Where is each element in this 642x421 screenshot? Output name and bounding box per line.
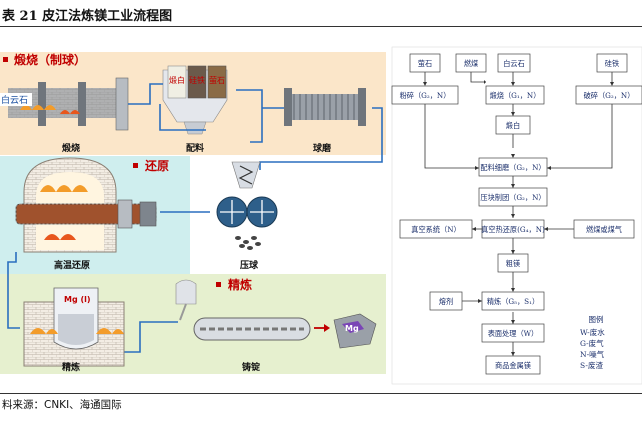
refine-marker: [216, 282, 221, 287]
reduction-furnace: [15, 157, 157, 253]
node-surface: 表面处理（W）: [488, 329, 539, 338]
reduce-marker: [133, 163, 138, 168]
node-flux: 熔剂: [439, 297, 453, 306]
node-calcine: 煅烧（G₁，N）: [490, 91, 541, 100]
source-note: 料来源：CNKI、海通国际: [2, 399, 122, 411]
flowchart-nodes: [391, 53, 642, 375]
legend-item-4: S-废渣: [580, 360, 603, 370]
node-gas: 燃煤或煤气: [586, 225, 622, 234]
node-ferrosilicon: 硅铁: [605, 59, 619, 68]
crucible-label: Mg (l): [64, 295, 91, 304]
node-crush2-box: [575, 85, 642, 105]
node-gas-box: [573, 219, 635, 239]
legend-item-1: W-废水: [580, 327, 605, 337]
node-ferrosilicon-box: [596, 53, 628, 73]
node-dolomite: 白云石: [503, 59, 525, 68]
flow-connectors: [424, 72, 613, 356]
node-calcined: 煅白: [506, 121, 520, 130]
briquette-press: [216, 161, 278, 250]
node-coal: 燃煤: [464, 59, 478, 68]
flowchart-arrowheads: [423, 80, 614, 356]
section-refine-title: 精炼: [228, 277, 252, 292]
press-label: 压球: [240, 259, 259, 271]
flow-lines: [7, 83, 383, 353]
node-refine: 精炼（G₅，S₁）: [487, 297, 539, 306]
section-calcine-title: 煅烧（制球）: [14, 52, 86, 67]
section-reduce-title: 还原: [144, 158, 169, 173]
legend-item-2: G-废气: [580, 338, 604, 348]
node-coal-box: [455, 53, 487, 73]
node-crush1: 粉碎（G₂，N）: [400, 91, 451, 100]
silo-label-2: 硅铁: [189, 75, 205, 85]
batch-silos: [162, 65, 228, 135]
node-product: 商品金属镁: [495, 361, 531, 370]
legend-item-3: N-噪气: [580, 349, 605, 359]
figure-title: 表 21 皮江法炼镁工业流程图: [2, 9, 173, 24]
figure-title-bar: 表 21 皮江法炼镁工业流程图: [0, 0, 642, 27]
node-press: 压块制团（G₂，N）: [480, 193, 545, 202]
legend-title: 图例: [589, 314, 604, 324]
ball-mill: [284, 88, 366, 126]
silo-label-3: 萤石: [209, 75, 225, 85]
raw-label-bg: [0, 93, 32, 106]
process-flowchart: 萤石 燃煤 白云石 硅铁 粉碎（G₂，N） 煅烧（G₁，N） 破碎（G₂，N） …: [391, 46, 642, 385]
node-fluorite: 萤石: [418, 59, 432, 68]
casting-line: [175, 279, 377, 349]
node-fluorite-box: [409, 53, 441, 73]
node-flux-box: [429, 291, 463, 311]
calcine-marker: [3, 57, 8, 62]
legend: 图例 W-废水 G-废气 N-噪气 S-废渣: [580, 314, 605, 370]
node-vacreduce: 真空热还原(G₄，N): [481, 225, 545, 234]
footer-rule: [0, 393, 642, 394]
cast-label: 铸锭: [242, 361, 260, 373]
refine-label: 精炼: [62, 361, 80, 373]
process-illustration: 煅烧（制球） 还原 精炼 白云石 煅烧 煅白 硅铁 萤石 配料 球磨: [0, 52, 386, 374]
refining-pot: [23, 287, 125, 367]
node-crudemg: 粗镁: [506, 259, 520, 268]
silo-label-1: 煅白: [169, 75, 185, 85]
node-calcine-box: [485, 85, 545, 105]
node-dolomite-box: [497, 53, 531, 73]
calcine-label: 煅烧: [62, 142, 80, 154]
raw-material-label: 白云石: [1, 94, 28, 106]
node-mixmill: 配料细磨（G₂，N）: [480, 163, 545, 172]
hightemp-label: 高温还原: [54, 259, 90, 271]
node-vacpump: 真空系统（N）: [411, 225, 460, 234]
batch-label: 配料: [186, 142, 204, 154]
ingot-label: Mg: [345, 324, 359, 333]
ballmill-label: 球磨: [313, 142, 332, 154]
node-crush2: 破碎（G₂，N）: [584, 91, 635, 100]
